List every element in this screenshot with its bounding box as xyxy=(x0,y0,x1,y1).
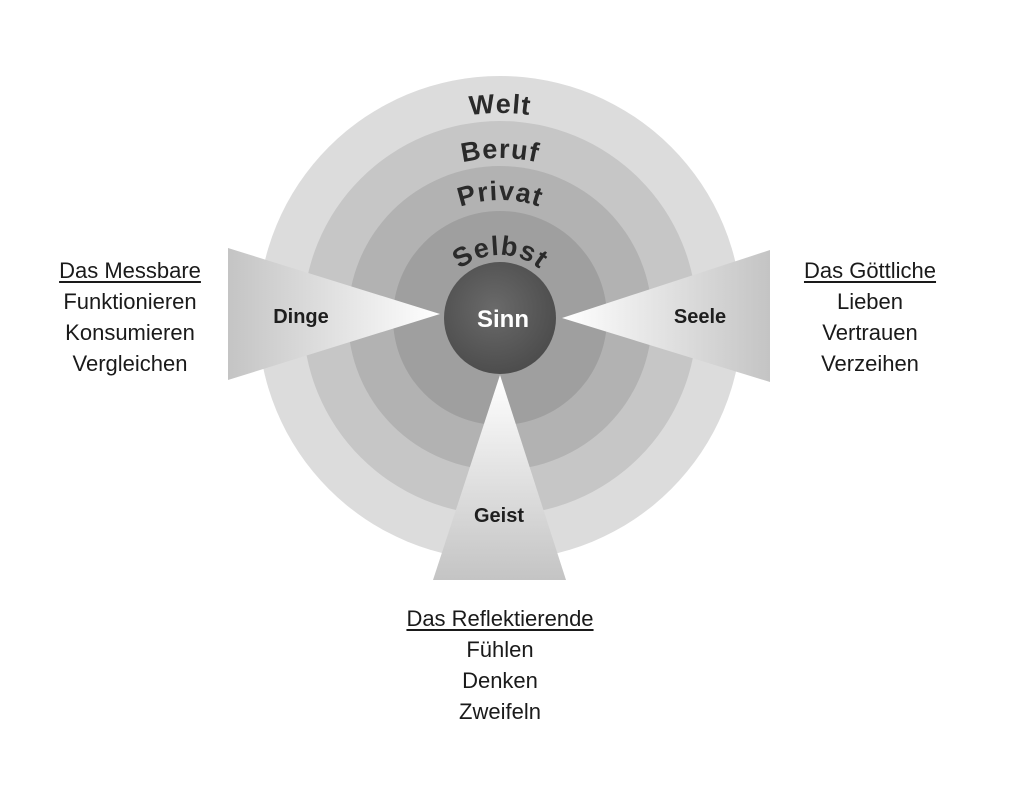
wedge-label-right: Seele xyxy=(674,306,726,328)
block-left-heading: Das Messbare xyxy=(59,258,201,283)
ring-label-welt: Welt xyxy=(468,89,533,121)
center-label: Sinn xyxy=(477,306,529,333)
wedge-label-bottom: Geist xyxy=(474,505,524,527)
block-right-item: Verzeihen xyxy=(821,351,919,376)
text-block-right: Das Göttliche Lieben Vertrauen Verzeihen xyxy=(770,255,970,379)
wedge-right xyxy=(562,250,770,382)
text-block-left: Das Messbare Funktionieren Konsumieren V… xyxy=(30,255,230,379)
text-block-bottom: Das Reflektierende Fühlen Denken Zweifel… xyxy=(370,603,630,727)
block-bottom-item: Denken xyxy=(462,668,538,693)
block-left-item: Konsumieren xyxy=(65,320,195,345)
block-left-item: Funktionieren xyxy=(63,289,197,314)
block-bottom-heading: Das Reflektierende xyxy=(406,606,594,631)
block-right-item: Vertrauen xyxy=(822,320,918,345)
wedge-left xyxy=(228,248,440,380)
block-right-heading: Das Göttliche xyxy=(803,258,937,283)
wedge-bottom xyxy=(433,375,566,580)
ring-label-beruf: Beruf xyxy=(458,134,542,168)
block-bottom-item: Fühlen xyxy=(466,637,534,662)
block-bottom-item: Zweifeln xyxy=(459,699,541,724)
wedge-label-left: Dinge xyxy=(273,306,329,328)
block-right-item: Lieben xyxy=(836,289,904,314)
center-circle xyxy=(444,262,556,374)
block-left-item: Vergleichen xyxy=(72,351,188,376)
